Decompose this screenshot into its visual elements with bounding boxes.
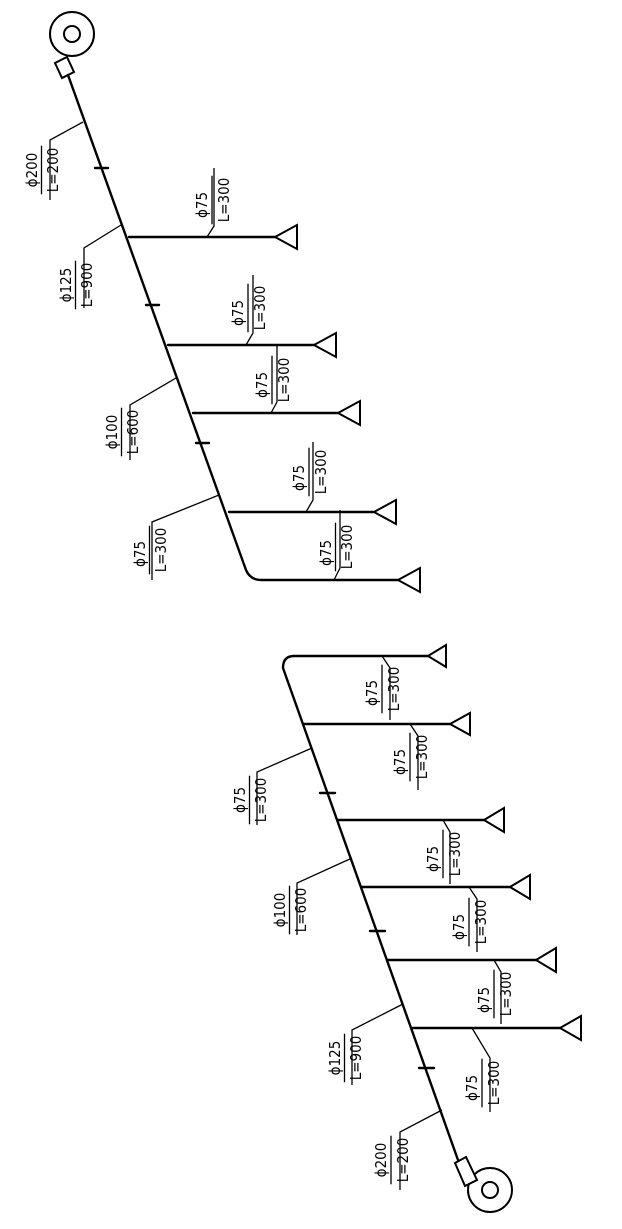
diffuser-symbol [395, 566, 421, 594]
lower-duct-system: ϕ200 L=200 ϕ125 L=900 ϕ100 L=600 ϕ75 L=3… [231, 643, 582, 1213]
length-label: L=200 [394, 1138, 412, 1183]
diffuser-symbol [311, 331, 337, 359]
diameter-label: ϕ200 [372, 1143, 390, 1178]
length-label: L=300 [485, 1061, 503, 1106]
main-duct [66, 73, 264, 582]
diameter-label: ϕ100 [271, 893, 289, 928]
diffuser-symbol [272, 223, 298, 251]
leader-line [270, 344, 278, 414]
diffuser-symbol [371, 498, 397, 526]
length-label: L=600 [292, 888, 310, 933]
duct-label: ϕ75 L=300 [231, 775, 270, 825]
duct-label: ϕ75 L=300 [193, 175, 233, 225]
length-label: L=900 [78, 263, 96, 308]
diameter-label: ϕ75 [317, 540, 335, 566]
leader-line [256, 747, 313, 825]
duct-label: ϕ200 L=200 [372, 1135, 412, 1185]
duct-label: ϕ200 L=200 [23, 145, 62, 195]
diameter-label: ϕ75 [363, 680, 381, 706]
leader-line [399, 1109, 443, 1190]
length-label: L=900 [347, 1036, 365, 1081]
length-label: L=600 [124, 410, 142, 455]
leader-line [468, 886, 478, 952]
duct-label: ϕ75 L=300 [229, 283, 269, 333]
fan-outlet [53, 55, 76, 80]
fan-hub [481, 1181, 499, 1199]
duct-label: ϕ125 L=900 [326, 1033, 365, 1083]
fan-symbol [453, 1155, 513, 1213]
leader-line [409, 723, 419, 790]
leader-line [351, 1003, 404, 1085]
length-label: L=300 [252, 778, 270, 823]
leader-line [49, 121, 84, 200]
diameter-label: ϕ75 [450, 914, 468, 940]
length-label: L=300 [275, 358, 293, 403]
diameter-label: ϕ75 [463, 1075, 481, 1101]
duct-label: ϕ75 L=300 [317, 522, 356, 572]
length-label: L=300 [312, 450, 330, 495]
duct-label: ϕ75 L=300 [363, 664, 403, 714]
diffuser-symbol [557, 1014, 582, 1042]
diameter-label: ϕ75 [253, 372, 271, 398]
diffuser-symbol [534, 946, 557, 974]
main-duct [281, 654, 460, 1162]
diameter-label: ϕ75 [424, 846, 442, 872]
diffuser-symbol [426, 643, 447, 669]
duct-label: ϕ75 L=300 [463, 1058, 503, 1108]
leader-line [442, 819, 451, 884]
length-label: L=300 [385, 667, 403, 712]
diffuser-symbol [335, 399, 361, 427]
length-label: L=300 [215, 178, 233, 223]
fan-hub [63, 25, 81, 43]
duct-label: ϕ125 L=900 [57, 260, 96, 310]
fan-symbol [49, 11, 95, 80]
length-label: L=300 [152, 528, 170, 573]
diameter-label: ϕ75 [193, 192, 211, 218]
duct-label: ϕ100 L=600 [271, 885, 310, 935]
leader-line [296, 857, 353, 935]
diameter-label: ϕ75 [229, 300, 247, 326]
leader-line [471, 1027, 491, 1112]
length-label: L=300 [251, 286, 269, 331]
duct-label: ϕ75 L=300 [253, 355, 293, 405]
fan-outlet [453, 1155, 479, 1188]
leader-line [493, 959, 502, 1024]
duct-label: ϕ75 L=300 [450, 897, 490, 947]
leader-line [129, 377, 177, 460]
upper-duct-system: ϕ200 L=200 ϕ125 L=900 ϕ75 L=300 ϕ75 L=30… [23, 11, 421, 594]
diameter-label: ϕ100 [103, 415, 121, 450]
duct-label: ϕ75 L=300 [424, 829, 464, 879]
leader-line [151, 494, 220, 580]
leader-line [83, 224, 122, 308]
leader-line [245, 275, 254, 346]
diameter-label: ϕ75 [131, 541, 149, 567]
diameter-label: ϕ125 [326, 1041, 344, 1076]
diameter-label: ϕ200 [23, 153, 41, 188]
diameter-label: ϕ125 [57, 268, 75, 303]
length-label: L=300 [472, 900, 490, 945]
leader-line [333, 510, 341, 581]
diffuser-symbol [508, 873, 531, 901]
length-label: L=300 [446, 832, 464, 877]
leader-line [381, 655, 391, 720]
duct-label: ϕ75 L=300 [391, 732, 431, 782]
diffuser-symbol [447, 711, 471, 737]
leader-line [305, 442, 314, 513]
length-label: L=300 [338, 525, 356, 570]
length-label: L=200 [44, 148, 62, 193]
duct-label: ϕ75 L=300 [131, 525, 170, 575]
diameter-label: ϕ75 [290, 465, 308, 491]
leader-line [206, 168, 215, 238]
diameter-label: ϕ75 [391, 749, 409, 775]
diffuser-symbol [482, 806, 505, 834]
diameter-label: ϕ75 [231, 787, 249, 813]
diameter-label: ϕ75 [475, 987, 493, 1013]
duct-label: ϕ75 L=300 [475, 969, 515, 1019]
length-label: L=300 [413, 735, 431, 780]
length-label: L=300 [497, 972, 515, 1017]
duct-label: ϕ75 L=300 [290, 447, 330, 497]
duct-label: ϕ100 L=600 [103, 407, 142, 457]
